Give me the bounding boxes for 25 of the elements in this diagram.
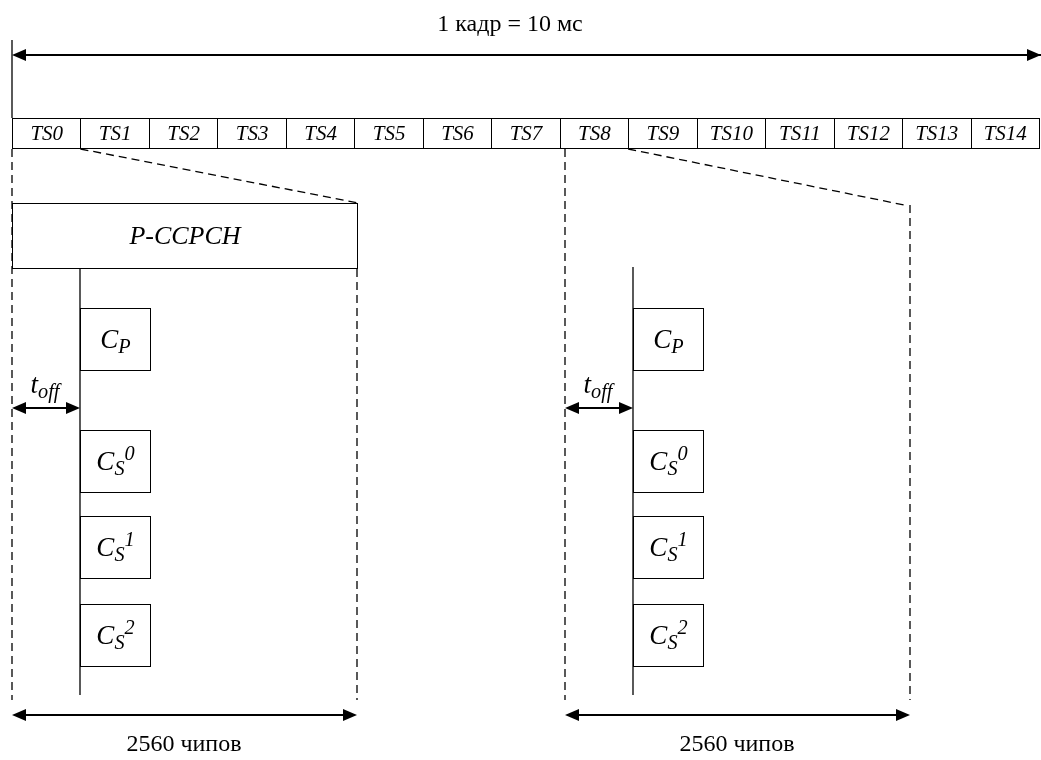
channel-box: P-CCPCH [12,203,358,269]
projection-line [627,148,905,206]
time-slot-cell: TS4 [285,118,356,149]
dimension-label: 1 кадр = 10 мс [437,9,583,38]
time-slot-cell: TS12 [833,118,904,149]
time-slot-cell: TS0 [12,118,82,149]
dimension-label: 2560 чипов [679,729,795,758]
projection-line [79,148,359,204]
dimension-label: 2560 чипов [126,729,242,758]
dimension-label: t$_{off}$ [30,368,60,402]
time-slot-cell: TS5 [354,118,424,149]
time-slot-cell: TS14 [970,118,1040,149]
code-box: C$_{P}$ [80,308,151,371]
time-slot-cell: TS3 [217,118,287,149]
time-slot-cell: TS13 [902,118,972,149]
time-slot-cell: TS9 [628,118,698,149]
time-slot-cell: TS10 [696,118,767,149]
time-slot-cell: TS8 [559,118,630,149]
time-slot-cell: TS2 [148,118,219,149]
code-box: C$_{P}$ [633,308,704,371]
time-slot-cell: TS11 [765,118,835,149]
time-slot-cell: TS7 [491,118,561,149]
time-slot-cell: TS6 [422,118,493,149]
dimension-label: t$_{off}$ [583,368,613,402]
time-slot-cell: TS1 [80,118,150,149]
